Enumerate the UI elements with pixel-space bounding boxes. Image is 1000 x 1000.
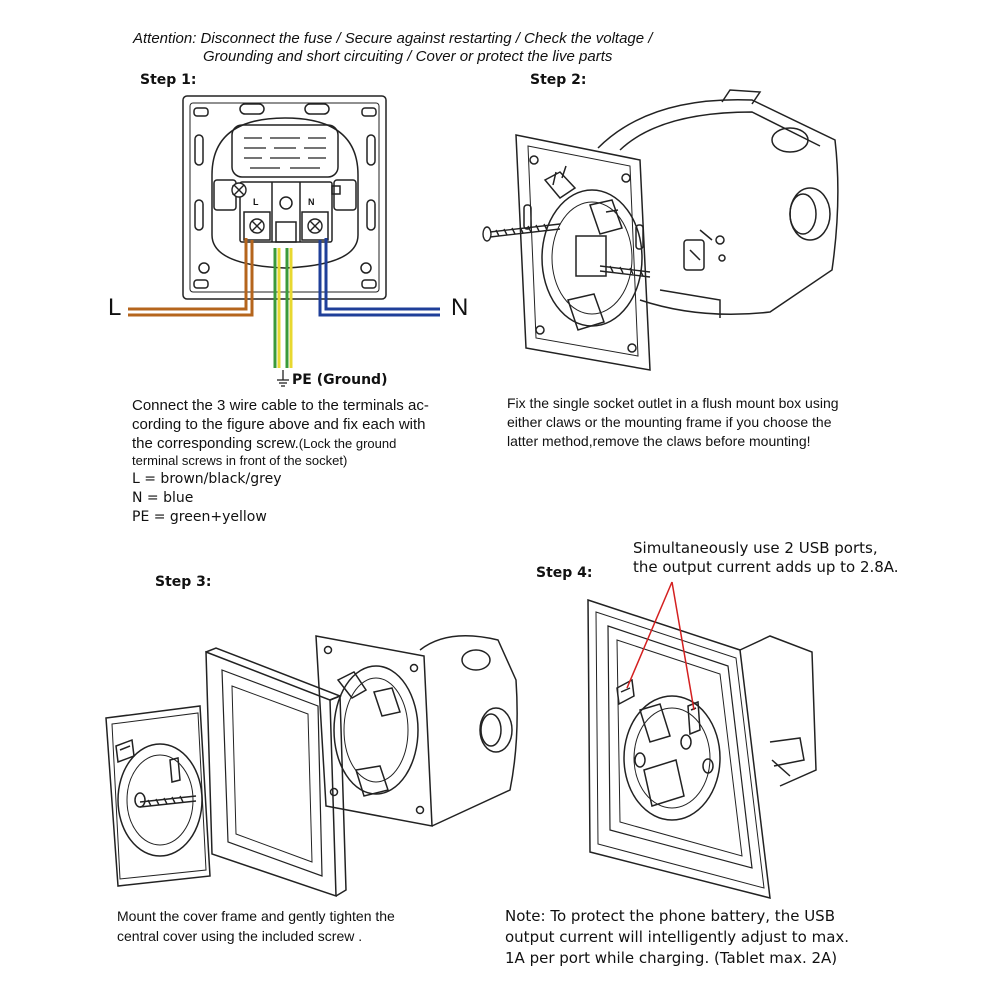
screw-icon	[482, 223, 651, 278]
attention-line-1: Attention: Disconnect the fuse / Secure …	[133, 30, 653, 47]
step-3-label: Step 3:	[155, 574, 212, 590]
step-1-text-line-3a: the corresponding screw.	[132, 435, 299, 452]
step-3-text-line-1: Mount the cover frame and gently tighten…	[117, 908, 395, 924]
wire-label-l: L	[108, 294, 122, 321]
legend-neutral: N = blue	[132, 490, 194, 506]
step-3-text-line-2: central cover using the included screw .	[117, 928, 363, 944]
step-1-small-line-1: (Lock the ground	[298, 436, 397, 451]
step-2-text-line-2: either claws or the mounting frame if yo…	[507, 414, 832, 430]
step-1-socket-back-drawing	[182, 95, 387, 300]
step-2-text-line-1: Fix the single socket outlet in a flush …	[507, 395, 839, 411]
step-2-text-line-3: latter method,remove the claws before mo…	[507, 433, 811, 449]
usb-port-icon	[616, 678, 701, 736]
usb-callout-lines	[626, 581, 695, 711]
step-3-mount-box-drawing	[315, 635, 518, 827]
step-1-text-line-3: the corresponding screw.(Lock the ground	[132, 435, 396, 452]
legend-ground: PE = green+yellow	[132, 509, 267, 525]
legend-live: L = brown/black/grey	[132, 471, 282, 487]
usb-callout-line-2: the output current adds up to 2.8A.	[633, 558, 899, 576]
step-1-text-line-1: Connect the 3 wire cable to the terminal…	[132, 397, 429, 414]
usb-note-line-3: 1A per port while charging. (Tablet max.…	[505, 949, 838, 967]
usb-note-line-2: output current will intelligently adjust…	[505, 928, 850, 946]
ground-symbol-icon	[277, 370, 289, 387]
step-1-label: Step 1:	[140, 72, 197, 88]
wire-label-n: N	[451, 294, 469, 321]
step-2-label: Step 2:	[530, 72, 587, 88]
attention-line-2: Grounding and short circuiting / Cover o…	[203, 48, 613, 65]
wire-label-ground: PE (Ground)	[292, 372, 388, 388]
terminal-label-n: N	[308, 197, 315, 207]
step-3-center-screw	[139, 795, 197, 808]
step-3-cover-plate-drawing	[105, 705, 211, 887]
terminal-label-l: L	[253, 197, 259, 207]
step-4-finished-socket-drawing	[587, 598, 817, 899]
ground-wire	[273, 248, 293, 368]
step-1-small-line-2: terminal screws in front of the socket)	[132, 453, 348, 468]
live-wire	[128, 238, 254, 317]
step-4-label: Step 4:	[536, 565, 593, 581]
usb-callout-line-1: Simultaneously use 2 USB ports,	[633, 539, 878, 557]
step-2-flush-box-drawing	[515, 89, 839, 371]
neutral-wire	[318, 238, 440, 317]
usb-note-line-1: Note: To protect the phone battery, the …	[505, 907, 835, 925]
step-3-frame-drawing	[205, 647, 347, 898]
step-1-text-line-2: cording to the figure above and fix each…	[132, 416, 426, 433]
